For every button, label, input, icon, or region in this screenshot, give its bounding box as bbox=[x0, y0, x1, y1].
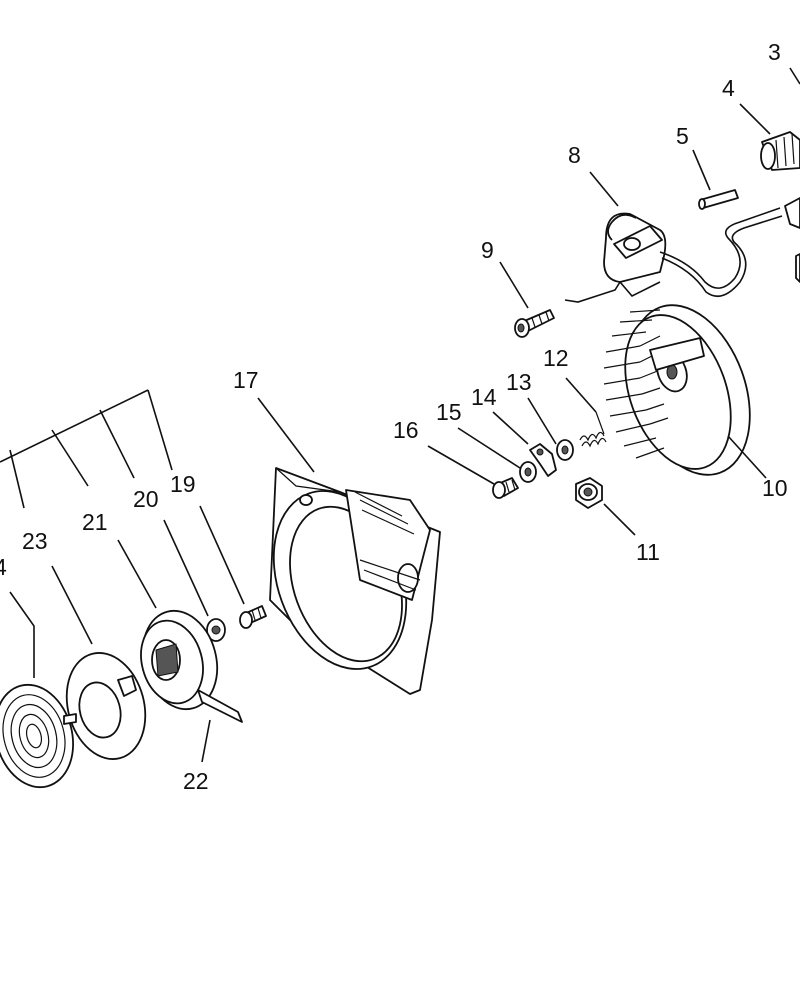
callout-22: 22 bbox=[183, 768, 209, 794]
washer-15-part bbox=[519, 461, 537, 483]
callout-3: 3 bbox=[768, 39, 781, 65]
callout-8: 8 bbox=[568, 142, 581, 168]
screw-19-part bbox=[239, 605, 267, 629]
callout-24: 4 bbox=[0, 554, 7, 580]
flywheel-part bbox=[603, 304, 751, 476]
callout-labels: 3 4 5 8 9 10 11 12 13 14 15 16 17 19 20 … bbox=[0, 39, 788, 794]
callout-12: 12 bbox=[543, 345, 569, 371]
fan-housing-part bbox=[269, 467, 441, 695]
spring-cover-part bbox=[65, 652, 147, 760]
washer-13-part bbox=[556, 439, 574, 461]
spring-part bbox=[579, 411, 607, 448]
recoil-spring-part bbox=[0, 683, 77, 789]
callout-13: 13 bbox=[506, 369, 532, 395]
callout-4: 4 bbox=[722, 75, 735, 101]
callout-21: 21 bbox=[82, 509, 108, 535]
nut-part bbox=[575, 477, 603, 509]
leader-lines bbox=[0, 67, 800, 763]
pin-part bbox=[698, 189, 739, 210]
pulley-part bbox=[140, 609, 243, 723]
callout-23: 23 bbox=[22, 528, 48, 554]
callout-11: 11 bbox=[636, 539, 660, 565]
screw-9-part bbox=[514, 309, 555, 338]
callout-19: 19 bbox=[170, 471, 196, 497]
spark-plug-part bbox=[760, 131, 800, 171]
screw-16-part bbox=[492, 477, 519, 499]
callout-20: 20 bbox=[133, 486, 159, 512]
pawl-part bbox=[529, 443, 557, 477]
ignition-coil-part bbox=[564, 207, 783, 303]
callout-10: 10 bbox=[762, 475, 788, 501]
callout-5: 5 bbox=[676, 123, 689, 149]
callout-15: 15 bbox=[436, 399, 462, 425]
callout-9: 9 bbox=[481, 237, 494, 263]
callout-17: 17 bbox=[233, 367, 259, 393]
callout-16: 16 bbox=[393, 417, 419, 443]
callout-14: 14 bbox=[471, 384, 497, 410]
connector-part bbox=[784, 197, 800, 283]
washer-20-part bbox=[206, 618, 226, 642]
